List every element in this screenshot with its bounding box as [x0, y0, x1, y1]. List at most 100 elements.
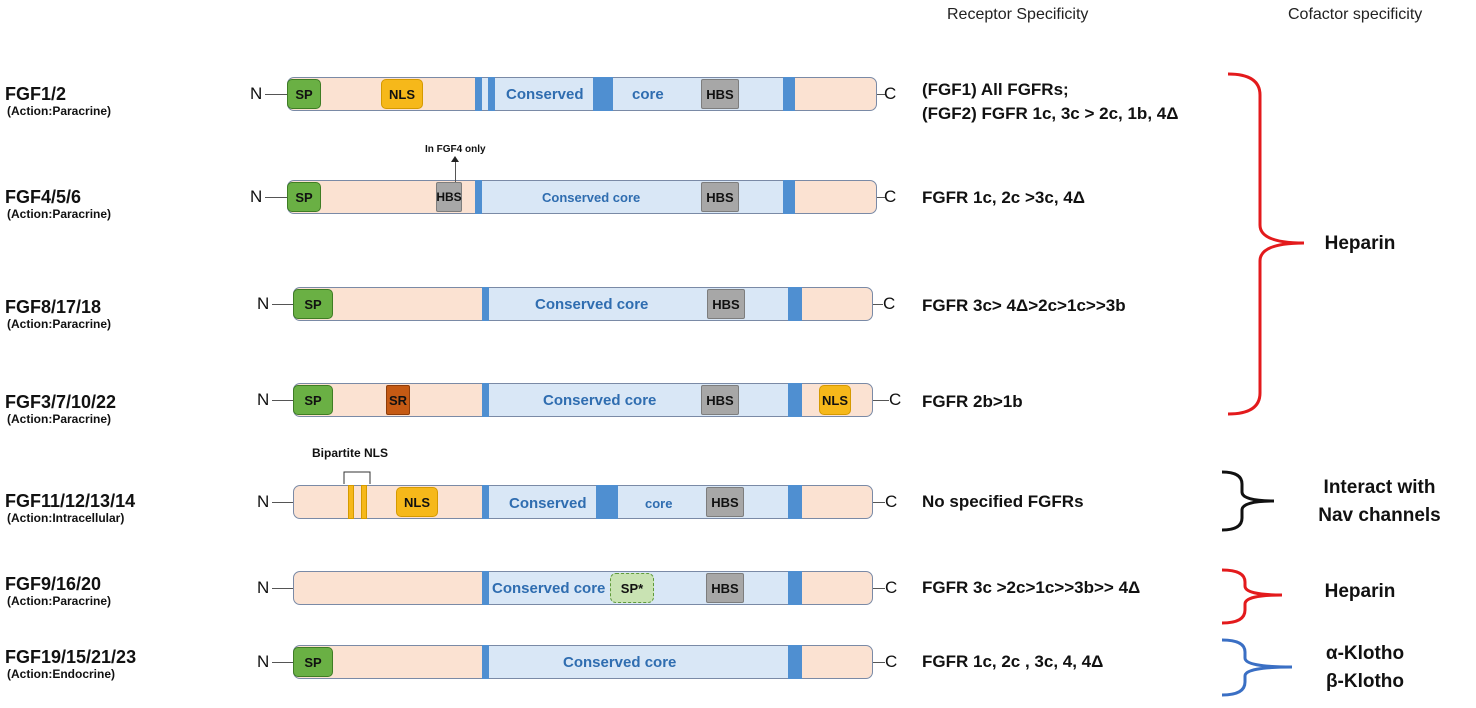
- receptor-text-line: No specified FGFRs: [922, 492, 1084, 511]
- bipartite-nls-stripe: [348, 485, 354, 519]
- receptor-specificity-header: Receptor Specificity: [947, 6, 1089, 23]
- family-label: FGF9/16/20 (Action:Paracrine): [5, 574, 111, 608]
- cofactor-heparin-2: Heparin: [1300, 578, 1420, 606]
- core-label: Conserved core: [543, 392, 657, 409]
- family-label: FGF3/7/10/22 (Action:Paracrine): [5, 392, 116, 426]
- cofactor-text: Interact with: [1323, 477, 1436, 498]
- conserved-core-region: [482, 287, 802, 321]
- receptor-text-line: FGFR 1c, 2c , 3c, 4, 4Δ: [922, 652, 1104, 671]
- family-name: FGF19/15/21/23: [5, 647, 137, 667]
- family-action: (Action:Paracrine): [7, 207, 112, 221]
- cofactor-klotho: α-Klotho β-Klotho: [1310, 640, 1420, 696]
- n-linker: [272, 662, 293, 663]
- core-stripe: [783, 180, 795, 214]
- bipartite-bracket: [343, 471, 371, 484]
- heparin-brace-2: [1221, 568, 1283, 625]
- hbs-domain: HBS: [701, 79, 739, 109]
- family-name: FGF11/12/13/14: [5, 491, 136, 511]
- c-linker: [877, 197, 885, 198]
- c-linker: [873, 662, 885, 663]
- cofactor-text: β-Klotho: [1325, 671, 1405, 692]
- core-label: Conserved core: [563, 654, 677, 671]
- core-stripe: [788, 383, 802, 417]
- conserved-core-region: [475, 77, 795, 111]
- c-terminus: C: [884, 187, 897, 206]
- n-terminus: N: [250, 187, 263, 206]
- core-stripe: [593, 77, 613, 111]
- hbs-fgf4-domain: HBS: [436, 182, 462, 212]
- receptor-specificity: (FGF1) All FGFRs; (FGF2) FGFR 1c, 3c > 2…: [922, 80, 1178, 124]
- klotho-brace: [1221, 638, 1293, 697]
- receptor-specificity: FGFR 1c, 2c , 3c, 4, 4Δ: [922, 652, 1103, 672]
- family-action: (Action:Intracellular): [7, 511, 125, 525]
- cofactor-text: Heparin: [1324, 581, 1396, 602]
- core-stripe: [788, 571, 802, 605]
- fgf4-only-note: In FGF4 only: [425, 144, 486, 155]
- family-action: (Action:Paracrine): [7, 594, 112, 608]
- cofactor-text: α-Klotho: [1325, 643, 1405, 664]
- core-stripe: [482, 645, 489, 679]
- cofactor-text: Nav channels: [1318, 505, 1441, 526]
- n-linker: [272, 400, 293, 401]
- family-action: (Action:Paracrine): [7, 317, 112, 331]
- hbs-domain: HBS: [701, 182, 739, 212]
- c-terminus: C: [883, 294, 896, 313]
- n-linker: [265, 197, 287, 198]
- core-label: Conserved core: [542, 190, 641, 205]
- sp-domain: SP: [293, 289, 333, 319]
- nls-domain: NLS: [396, 487, 438, 517]
- n-terminus: N: [257, 578, 270, 597]
- sp-domain: SP: [287, 79, 321, 109]
- family-action: (Action:Paracrine): [7, 104, 112, 118]
- n-linker: [272, 502, 293, 503]
- heparin-brace: [1227, 72, 1305, 416]
- core-stripe: [482, 485, 489, 519]
- n-linker: [272, 304, 293, 305]
- family-label: FGF8/17/18 (Action:Paracrine): [5, 297, 111, 331]
- n-linker: [272, 588, 293, 589]
- bipartite-nls-note: Bipartite NLS: [312, 446, 389, 460]
- n-terminus: N: [250, 84, 263, 103]
- conserved-core-region: [482, 485, 802, 519]
- cofactor-text: Heparin: [1324, 233, 1396, 254]
- core-stripe: [788, 645, 802, 679]
- core-label: Conserved core: [492, 580, 606, 597]
- receptor-text-line: (FGF1) All FGFRs;: [922, 80, 1069, 99]
- sr-domain: SR: [386, 385, 410, 415]
- hbs-domain: HBS: [706, 487, 744, 517]
- note-arrow-line: [455, 160, 456, 182]
- core-stripe: [788, 485, 802, 519]
- family-label: FGF11/12/13/14 (Action:Intracellular): [5, 491, 135, 525]
- n-terminus: N: [257, 492, 270, 511]
- cofactor-heparin: Heparin: [1300, 230, 1420, 258]
- sp-domain: SP: [293, 647, 333, 677]
- core-label: core: [632, 86, 664, 103]
- sp-domain: SP: [287, 182, 321, 212]
- receptor-text-line: FGFR 3c >2c>1c>>3b>> 4Δ: [922, 578, 1141, 597]
- receptor-specificity: FGFR 2b>1b: [922, 392, 1023, 412]
- nls-domain: NLS: [819, 385, 851, 415]
- nls-domain: NLS: [381, 79, 423, 109]
- receptor-specificity: FGFR 1c, 2c >3c, 4Δ: [922, 188, 1085, 208]
- hbs-domain: HBS: [706, 573, 744, 603]
- nav-brace: [1221, 470, 1275, 532]
- core-stripe: [596, 485, 618, 519]
- c-linker: [873, 502, 885, 503]
- cofactor-specificity-header: Cofactor specificity: [1288, 6, 1423, 23]
- conserved-core-region: [475, 180, 795, 214]
- bipartite-nls-stripe: [361, 485, 367, 519]
- receptor-specificity: FGFR 3c >2c>1c>>3b>> 4Δ: [922, 578, 1140, 598]
- core-stripe: [482, 287, 489, 321]
- family-name: FGF1/2: [5, 84, 67, 104]
- core-stripe: [488, 77, 495, 111]
- core-label: Conserved: [509, 495, 587, 512]
- n-linker: [265, 94, 287, 95]
- core-label: Conserved: [506, 86, 584, 103]
- c-linker: [873, 400, 889, 401]
- family-label: FGF19/15/21/23 (Action:Endocrine): [5, 647, 136, 681]
- n-terminus: N: [257, 652, 270, 671]
- c-linker: [877, 94, 885, 95]
- family-label: FGF1/2 (Action:Paracrine): [5, 84, 111, 118]
- receptor-specificity: No specified FGFRs: [922, 492, 1084, 512]
- c-linker: [873, 588, 885, 589]
